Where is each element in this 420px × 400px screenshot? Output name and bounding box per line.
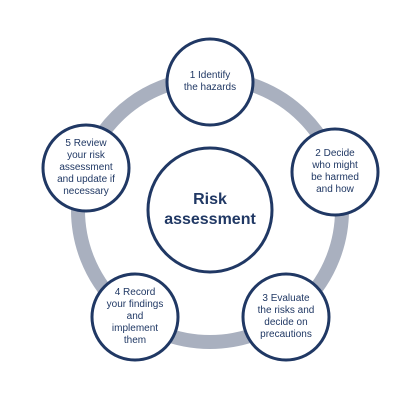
step-label-1-text: 1 Identify the hazards xyxy=(183,70,237,93)
step-label-1: 1 Identify the hazards xyxy=(170,42,250,122)
step-label-3-text: 3 Evaluate the risks and decide on preca… xyxy=(257,293,315,340)
step-label-4: 4 Record your findings and implement the… xyxy=(95,277,175,357)
step-label-2: 2 Decide who might be harmed and how xyxy=(295,132,375,212)
center-node xyxy=(146,146,274,274)
step-label-5: 5 Review your risk assessment and update… xyxy=(46,128,126,208)
step-node-5 xyxy=(41,123,131,213)
center-label-text: Risk assessment xyxy=(164,191,256,228)
step-node-3 xyxy=(241,272,331,362)
step-label-4-text: 4 Record your findings and implement the… xyxy=(106,287,164,346)
step-node-1 xyxy=(165,37,255,127)
step-label-5-text: 5 Review your risk assessment and update… xyxy=(57,138,115,197)
step-label-3: 3 Evaluate the risks and decide on preca… xyxy=(246,277,326,357)
step-node-2 xyxy=(290,127,380,217)
step-label-2-text: 2 Decide who might be harmed and how xyxy=(311,148,359,195)
step-node-4 xyxy=(90,272,180,362)
center-label: Risk assessment xyxy=(150,170,270,250)
